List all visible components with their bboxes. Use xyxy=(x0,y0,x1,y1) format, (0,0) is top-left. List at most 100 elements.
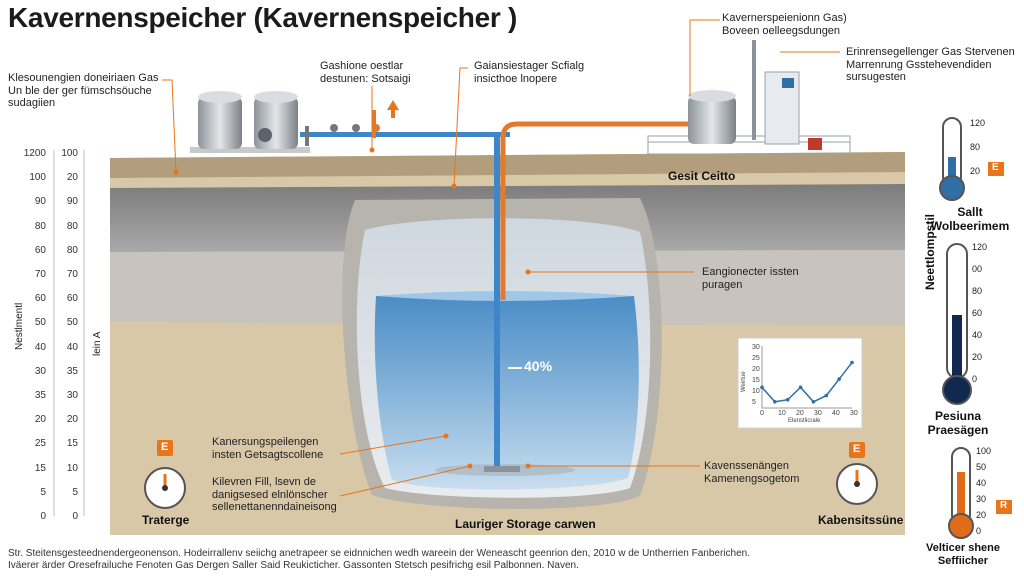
scale-tick: 100 xyxy=(29,172,46,184)
annotation-top-center-right: Gaiansiestager Scfialg insicthoe lnopere xyxy=(474,60,584,85)
scale-tick: 40 xyxy=(34,341,46,353)
left-scale-inner-label: lein A xyxy=(92,331,103,356)
thermometer-fill xyxy=(952,315,962,380)
gauge-left-label: Traterge xyxy=(142,513,190,527)
mini-chart-tick-label: 15 xyxy=(752,377,760,384)
t3-scale-0: 100 xyxy=(976,446,992,456)
mini-chart-tick-label: 20 xyxy=(752,366,760,373)
mini-chart-point xyxy=(824,393,829,398)
scale-tick: 25 xyxy=(34,438,46,450)
t3-scale-4: 20 xyxy=(976,510,987,520)
scale-tick: 40 xyxy=(66,341,78,353)
left-scale-outer-label: Nestlmentl xyxy=(14,302,25,350)
annotation-line: sursugesten xyxy=(846,71,906,84)
annotation-line: Klesounengien doneiriaen Gas xyxy=(8,72,159,84)
caption-line: Iväerer ärder Oresefrailuche Fenoten Gas… xyxy=(8,559,579,571)
t2-scale-0: 120 xyxy=(972,242,988,252)
thermometer-pressure-side-label: Neettlompstil xyxy=(923,213,937,290)
scale-tick: 50 xyxy=(66,317,78,329)
annotation-line: Kilevren Fill, lsevn de xyxy=(212,476,316,488)
scale-tick: 90 xyxy=(66,196,78,208)
footnote-caption: Str. Steitensgesteednendergeonenson. Hod… xyxy=(8,548,768,571)
leader-lines xyxy=(162,19,840,497)
t2-scale-4: 40 xyxy=(972,330,983,340)
mini-chart-point xyxy=(850,360,854,365)
mini-chart-point xyxy=(773,400,777,404)
t1-scale-top: 120 xyxy=(970,118,986,128)
scale-tick: 20 xyxy=(34,414,46,426)
mini-chart-tick-label: 25 xyxy=(752,355,760,362)
surface-pipe-blue xyxy=(300,132,510,137)
right-facility xyxy=(647,40,851,155)
scale-tick: 30 xyxy=(66,390,78,401)
annotation-line: sellenettanenndaineisong xyxy=(212,501,337,514)
scale-tick: 1200 xyxy=(23,148,46,159)
left-scale xyxy=(53,150,85,516)
label-line: Velticer shene xyxy=(926,542,1000,554)
scale-tick: 30 xyxy=(34,365,46,377)
annotation-line: Kamenengsogetom xyxy=(704,472,800,485)
thermometer-fill xyxy=(948,157,956,186)
mini-chart-point xyxy=(798,385,803,390)
mini-chart-ylabel: Weirtue xyxy=(741,371,747,392)
t2-scale-6: 0 xyxy=(972,374,978,384)
thermometer-salt-label: Sallt Wolbeerimem xyxy=(918,205,1022,234)
annotation-top-left: Klesounengien doneiriaen Gas Un ble der … xyxy=(8,72,158,110)
scale-tick: 20 xyxy=(66,172,78,184)
thermometer-pressure-label: Pesiuna Praesägen xyxy=(918,409,998,438)
scale-tick: 10 xyxy=(66,462,78,474)
annotation-line: insicthoe lnopere xyxy=(474,72,558,85)
fill-level-label: 40% xyxy=(524,358,553,374)
annotation-line: Marrenrung Gsstehevendiden xyxy=(846,58,992,71)
gauge-left-badge: E xyxy=(161,441,169,453)
thermometer-salt xyxy=(939,117,1004,201)
mini-chart xyxy=(737,337,863,429)
geologic-layer-label: Gesit Ceitto xyxy=(668,169,736,183)
thermometer-pressure xyxy=(942,243,972,405)
mini-chart-tick-label: 10 xyxy=(752,388,760,395)
scale-tick: 5 xyxy=(40,486,46,498)
annotation-line: insten Getsagtscollene xyxy=(212,448,324,461)
scale-tick: 35 xyxy=(34,390,46,401)
pressure-gauge-right xyxy=(836,442,878,505)
scale-tick: 50 xyxy=(34,317,46,329)
annotation-line: Gashione oestlar xyxy=(320,60,404,72)
annotation-line: Eangionecter issten xyxy=(702,266,799,278)
thermometer-fill xyxy=(957,472,965,524)
pressure-gauge-left xyxy=(144,440,186,509)
annotation-top-center-left: Gashione oestlar destunen: Sotsaigi xyxy=(320,60,411,85)
storage-label: Lauriger Storage carwen xyxy=(455,517,596,531)
t2-scale-2: 80 xyxy=(972,286,983,296)
annotation-line: Erinrensegellenger Gas Stervenen xyxy=(846,46,1015,58)
well-pipe-blue xyxy=(494,132,500,468)
t2-scale-1: 00 xyxy=(972,264,983,274)
well-base xyxy=(484,466,520,472)
scale-tick: 35 xyxy=(66,365,78,377)
scale-tick: 60 xyxy=(66,293,78,305)
scale-tick: 5 xyxy=(72,486,78,498)
scale-tick: 70 xyxy=(66,269,78,280)
annotation-line: Gaiansiestager Scfialg xyxy=(474,60,585,72)
annotation-line: Boveen oelleegsdungen xyxy=(722,24,841,37)
mini-chart-tick-label: 5 xyxy=(752,399,756,406)
label-line: Wolbeerimem xyxy=(930,218,1010,233)
t3-badge: R xyxy=(1000,500,1008,511)
thermometer-safety xyxy=(948,447,1012,539)
cavern-water xyxy=(374,296,639,490)
mini-chart-tick-label: 0 xyxy=(760,410,764,417)
mini-chart-axis xyxy=(761,346,852,409)
t1-badge: E xyxy=(992,162,999,173)
t1-scale-low: 20 xyxy=(970,166,981,176)
annotation-top-right-1: Kavernerspeienionn Gas) Boveen oelleegsd… xyxy=(722,12,847,37)
scale-tick: 70 xyxy=(34,269,46,280)
scale-tick: 90 xyxy=(34,196,46,208)
mini-chart-point xyxy=(785,397,790,402)
t3-scale-1: 50 xyxy=(976,462,987,472)
well-pipe-orange xyxy=(500,121,690,300)
scale-tick: 15 xyxy=(66,438,78,450)
upflow-arrow-icon xyxy=(387,100,399,118)
label-line: Praesägen xyxy=(927,422,989,437)
label-line: Sallt xyxy=(957,205,983,219)
scale-tick: 100 xyxy=(61,148,78,159)
